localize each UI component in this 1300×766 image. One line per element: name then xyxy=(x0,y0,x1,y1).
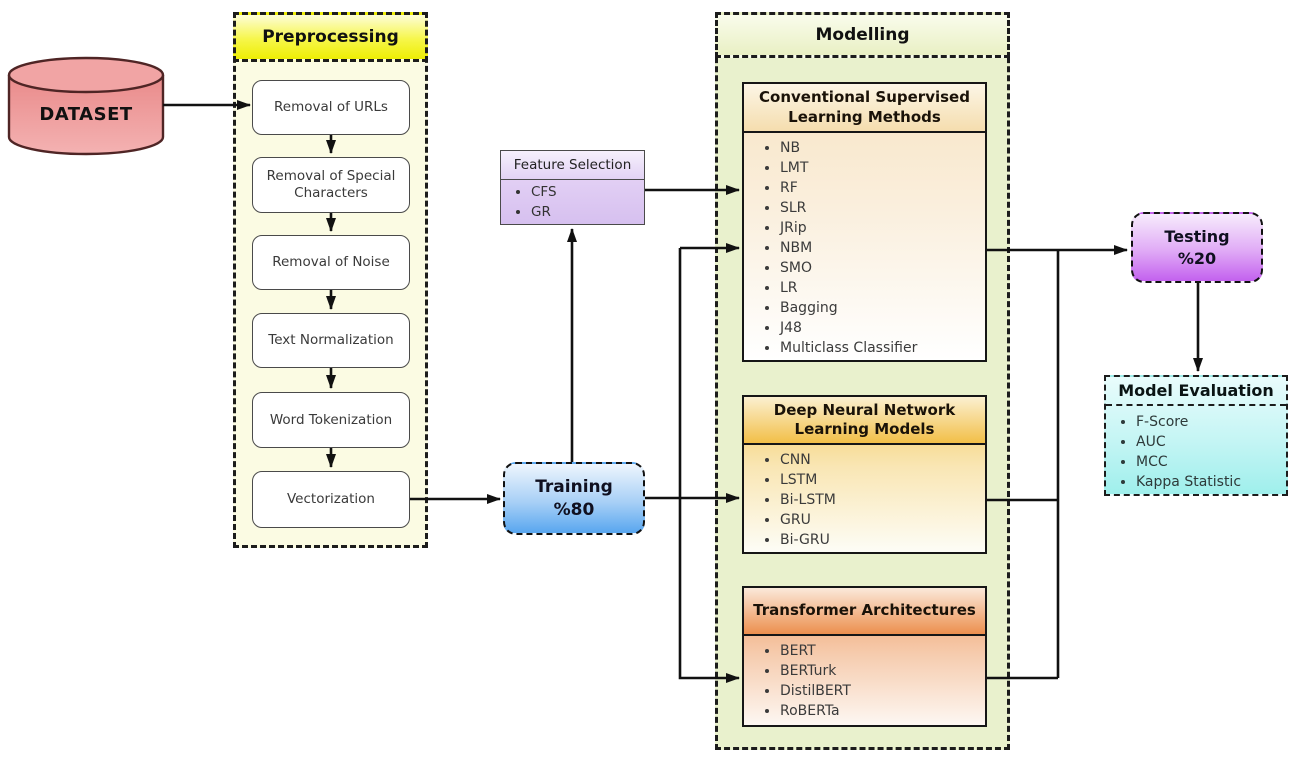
step-removal-of-special: Removal of Special Characters xyxy=(252,157,410,213)
model-evaluation-title: Model Evaluation xyxy=(1106,377,1286,406)
list-item: RF xyxy=(780,178,985,198)
testing-label: Testing xyxy=(1164,226,1230,246)
feature-selection-items: CFSGR xyxy=(501,182,644,222)
list-item: CFS xyxy=(531,182,644,202)
list-item: F-Score xyxy=(1136,412,1286,432)
list-item: NBM xyxy=(780,238,985,258)
list-item: LSTM xyxy=(780,470,985,490)
list-item: DistilBERT xyxy=(780,681,985,701)
list-item: MCC xyxy=(1136,452,1286,472)
feature-selection-title: Feature Selection xyxy=(501,151,644,180)
list-item: SMO xyxy=(780,258,985,278)
step-removal-of-noise: Removal of Noise xyxy=(252,235,410,290)
training-node: Training %80 xyxy=(503,462,645,535)
cylinder-shape xyxy=(7,56,165,156)
list-item: Bi-LSTM xyxy=(780,490,985,510)
step-removal-of-urls: Removal of URLs xyxy=(252,80,410,135)
dataset-label: DATASET xyxy=(39,104,133,125)
feature-selection-box: Feature Selection CFSGR xyxy=(500,150,645,225)
list-item: BERT xyxy=(780,641,985,661)
list-item: GRU xyxy=(780,510,985,530)
group-transformer-title: Transformer Architectures xyxy=(744,588,985,636)
list-item: LR xyxy=(780,278,985,298)
testing-node: Testing %20 xyxy=(1131,212,1263,283)
group-conventional-supervised: Conventional Supervised Learning Methods… xyxy=(742,82,987,362)
list-item: Multiclass Classifier xyxy=(780,338,985,358)
group-conventional-title: Conventional Supervised Learning Methods xyxy=(744,84,985,133)
preprocessing-header: Preprocessing xyxy=(233,12,428,62)
model-evaluation-items: F-ScoreAUCMCCKappa Statistic xyxy=(1106,412,1286,492)
testing-percent: %20 xyxy=(1177,248,1217,268)
list-item: SLR xyxy=(780,198,985,218)
group-conventional-items: NBLMTRFSLRJRipNBMSMOLRBaggingJ48Multicla… xyxy=(744,138,985,358)
list-item: CNN xyxy=(780,450,985,470)
list-item: NB xyxy=(780,138,985,158)
list-item: Bi-GRU xyxy=(780,530,985,550)
group-dnn-title: Deep Neural Network Learning Models xyxy=(744,397,985,445)
list-item: AUC xyxy=(1136,432,1286,452)
step-vectorization: Vectorization xyxy=(252,471,410,528)
modelling-header: Modelling xyxy=(715,12,1010,58)
model-evaluation-box: Model Evaluation F-ScoreAUCMCCKappa Stat… xyxy=(1104,375,1288,496)
group-dnn-items: CNNLSTMBi-LSTMGRUBi-GRU xyxy=(744,450,985,550)
list-item: BERTurk xyxy=(780,661,985,681)
group-transformer-architectures: Transformer Architectures BERTBERTurkDis… xyxy=(742,586,987,727)
list-item: J48 xyxy=(780,318,985,338)
group-transformer-items: BERTBERTurkDistilBERTRoBERTa xyxy=(744,641,985,721)
list-item: JRip xyxy=(780,218,985,238)
list-item: LMT xyxy=(780,158,985,178)
training-percent: %80 xyxy=(553,499,595,520)
training-label: Training xyxy=(535,476,613,497)
step-text-normalization: Text Normalization xyxy=(252,313,410,368)
dataset-cylinder: DATASET xyxy=(6,54,166,158)
group-deep-neural-network: Deep Neural Network Learning Models CNNL… xyxy=(742,395,987,554)
list-item: Bagging xyxy=(780,298,985,318)
step-word-tokenization: Word Tokenization xyxy=(252,392,410,448)
list-item: GR xyxy=(531,202,644,222)
list-item: Kappa Statistic xyxy=(1136,472,1286,492)
modelling-title: Modelling xyxy=(815,25,910,45)
preprocessing-title: Preprocessing xyxy=(262,27,399,47)
list-item: RoBERTa xyxy=(780,701,985,721)
